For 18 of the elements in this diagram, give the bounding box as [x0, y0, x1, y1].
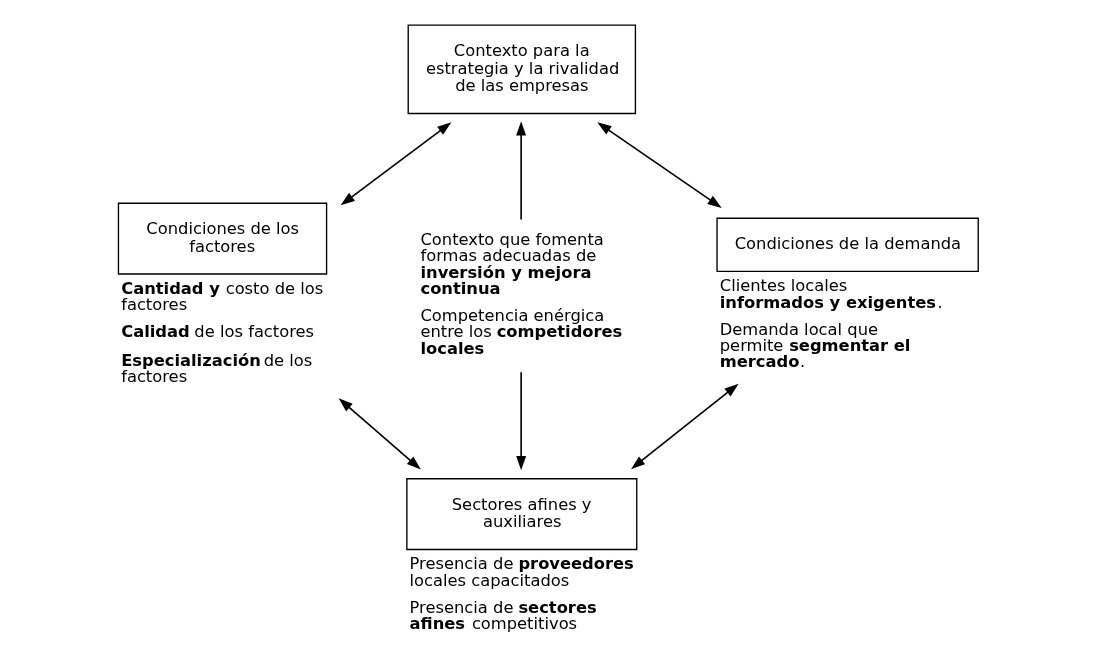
- node-label: Especialización de los factores: [120, 351, 312, 387]
- node-box: Condiciones de los factores: [117, 202, 327, 275]
- node-label: Cantidad y costo de los factores: [120, 278, 323, 315]
- arrow: [515, 121, 526, 221]
- node-text: Contexto que fomenta formas adecuadas de inversión y mejora continua Competencia enérgica entre los competidores locales: [419, 229, 622, 358]
- node-label: Demanda local que permite segmentar el mercado.: [719, 319, 910, 372]
- arrow: [596, 122, 722, 208]
- arrow: [515, 371, 526, 471]
- arrow: [338, 398, 421, 470]
- node-label: Calidad de los factores: [120, 322, 314, 342]
- arrow: [340, 122, 451, 206]
- node-box: Sectores afines y auxiliares: [405, 478, 637, 551]
- node-label: Clientes locales informados y exigentes.: [719, 276, 943, 312]
- node-box: Contexto para la estrategia y la rivalidad de las empresas: [407, 24, 636, 115]
- node-label: Presencia de proveedores locales capacitados: [409, 554, 634, 590]
- arrow: [630, 383, 739, 470]
- node-box: Condiciones de la demanda: [715, 217, 979, 272]
- node-label: Presencia de sectores afines competitivos: [409, 597, 597, 634]
